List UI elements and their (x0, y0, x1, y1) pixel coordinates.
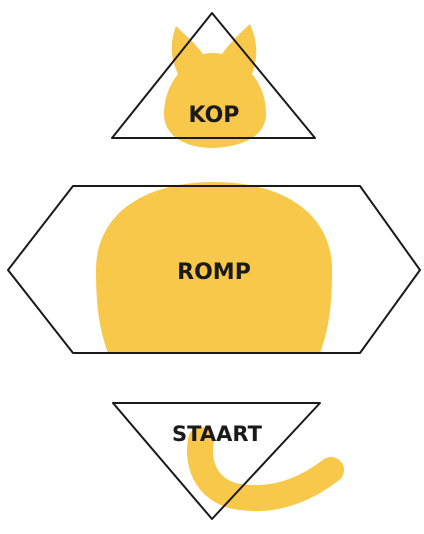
cat-head-shape (164, 24, 266, 148)
tail-triangle-outline (112, 402, 321, 520)
head-section: KOP (111, 12, 316, 148)
body-section: ROMP (7, 182, 421, 354)
body-hexagon-outline (7, 185, 421, 354)
cat-tail-shape (187, 427, 344, 512)
tail-label: STAART (172, 422, 263, 446)
tail-section: STAART (112, 402, 344, 520)
cat-body-shape (96, 182, 332, 353)
head-triangle-outline (111, 12, 316, 139)
body-label: ROMP (177, 260, 251, 285)
head-label: KOP (189, 103, 240, 128)
